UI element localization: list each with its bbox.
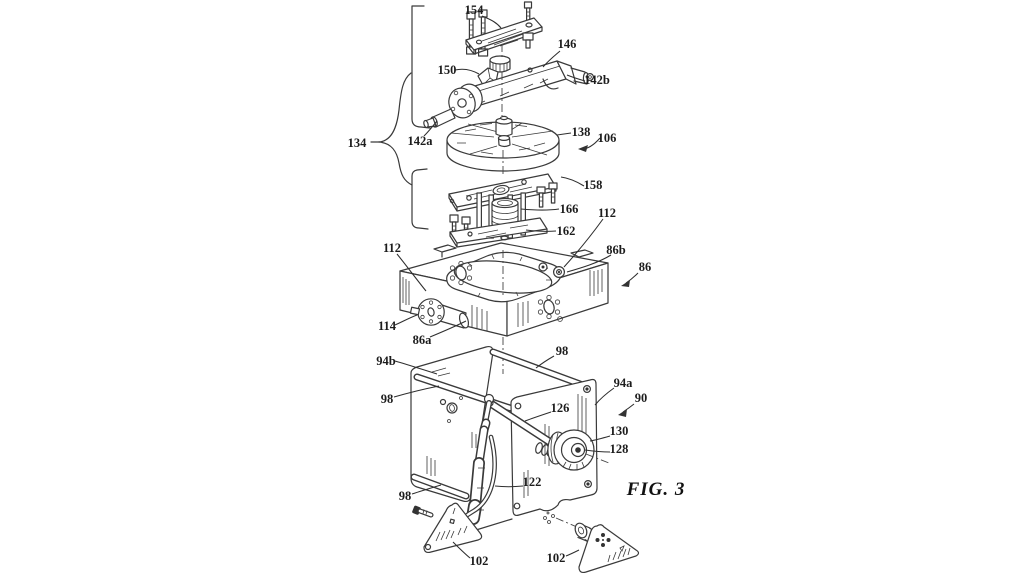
ref-label-142b: 142b [584, 73, 610, 87]
leader-150 [454, 68, 480, 75]
figure-caption: FIG. 3 [626, 479, 686, 500]
ref-label-134: 134 [348, 136, 368, 150]
top-bolts [538, 262, 565, 279]
ref-label-142a: 142a [408, 134, 434, 148]
bolt-circle-pattern [537, 294, 563, 322]
arrow-86 [621, 272, 639, 287]
leader-158 [560, 176, 585, 187]
ref-label-166: 166 [560, 202, 579, 216]
ref-label-122: 122 [523, 475, 542, 489]
ref-label-94a: 94a [614, 376, 634, 390]
leader-94a [594, 387, 615, 406]
roller-wheel-130 [547, 429, 610, 471]
ref-label-98-top: 98 [556, 344, 569, 358]
leader-112-left [396, 253, 427, 292]
part-mounting-plate-154 [465, 1, 543, 57]
ref-label-106: 106 [598, 131, 617, 145]
ref-label-114: 114 [378, 319, 397, 333]
leader-114 [394, 314, 418, 326]
ref-label-98-bottom: 98 [399, 489, 412, 503]
brace-134 [370, 72, 413, 186]
bolt-icon [412, 505, 434, 518]
cross-rod-98 [410, 473, 470, 500]
stud-bolt-icon [523, 1, 533, 24]
leader-112-right [563, 218, 604, 268]
reference-labels: 154 146 142b 150 142a 134 138 106 158 16… [348, 3, 686, 568]
leader-126 [524, 411, 552, 422]
arrow-90 [618, 403, 635, 417]
ref-label-86a: 86a [413, 333, 433, 347]
ref-label-98-left: 98 [381, 392, 394, 406]
leader-162 [525, 229, 557, 232]
leader-lines [393, 15, 639, 559]
ref-label-158: 158 [584, 178, 603, 192]
ref-label-162: 162 [557, 224, 576, 238]
leader-128 [584, 449, 611, 453]
ref-label-112-right: 112 [598, 206, 616, 220]
bolt-icon [548, 182, 558, 204]
leader-86b [566, 254, 612, 273]
foot-bracket-102-left [423, 502, 483, 554]
leader-138 [556, 132, 572, 136]
leader-102-left [452, 541, 471, 559]
ref-label-138: 138 [572, 125, 591, 139]
disc-hub [495, 115, 513, 148]
part-disc-138 [446, 44, 560, 174]
leader-142a [423, 120, 438, 137]
leader-146 [542, 50, 561, 68]
ref-label-86b: 86b [606, 243, 626, 257]
bolt-icon [536, 186, 546, 208]
arrow-106 [578, 137, 601, 152]
leader-102-right [565, 549, 580, 557]
leader-98-bottom [411, 484, 442, 495]
leader-98-left [393, 385, 440, 398]
leader-166 [520, 208, 560, 211]
leader-98-top [535, 355, 555, 369]
ref-label-102-right: 102 [547, 551, 566, 565]
leader-122 [494, 485, 524, 488]
leader-154 [481, 15, 502, 29]
ref-label-146: 146 [558, 37, 577, 51]
ref-label-102-left: 102 [470, 554, 489, 568]
ref-label-112-left: 112 [383, 241, 401, 255]
actuator-122 [466, 393, 495, 525]
part-base-plate-162 [449, 217, 548, 248]
bracket-upper [411, 5, 431, 129]
part-frame-90 [410, 337, 640, 574]
leader-142b [566, 74, 586, 82]
bolt-circle-pattern [449, 260, 473, 286]
ref-label-86: 86 [639, 260, 652, 274]
leader-86a [429, 320, 467, 338]
leader-94b [394, 360, 438, 375]
ref-label-150: 150 [438, 63, 457, 77]
bracket-lower [411, 168, 429, 230]
part-housing-86 [399, 242, 609, 337]
ref-label-130: 130 [610, 424, 629, 438]
ref-label-128: 128 [610, 442, 629, 456]
part-gearbox-146 [423, 60, 594, 129]
nut-icon [522, 32, 534, 49]
leader-130 [589, 435, 611, 442]
ref-label-94b: 94b [376, 354, 396, 368]
ref-label-126: 126 [551, 401, 570, 415]
ref-label-90: 90 [635, 391, 648, 405]
foot-bracket-102-right [555, 517, 640, 574]
part-motor-114 [409, 298, 470, 329]
ref-label-154: 154 [465, 3, 485, 17]
